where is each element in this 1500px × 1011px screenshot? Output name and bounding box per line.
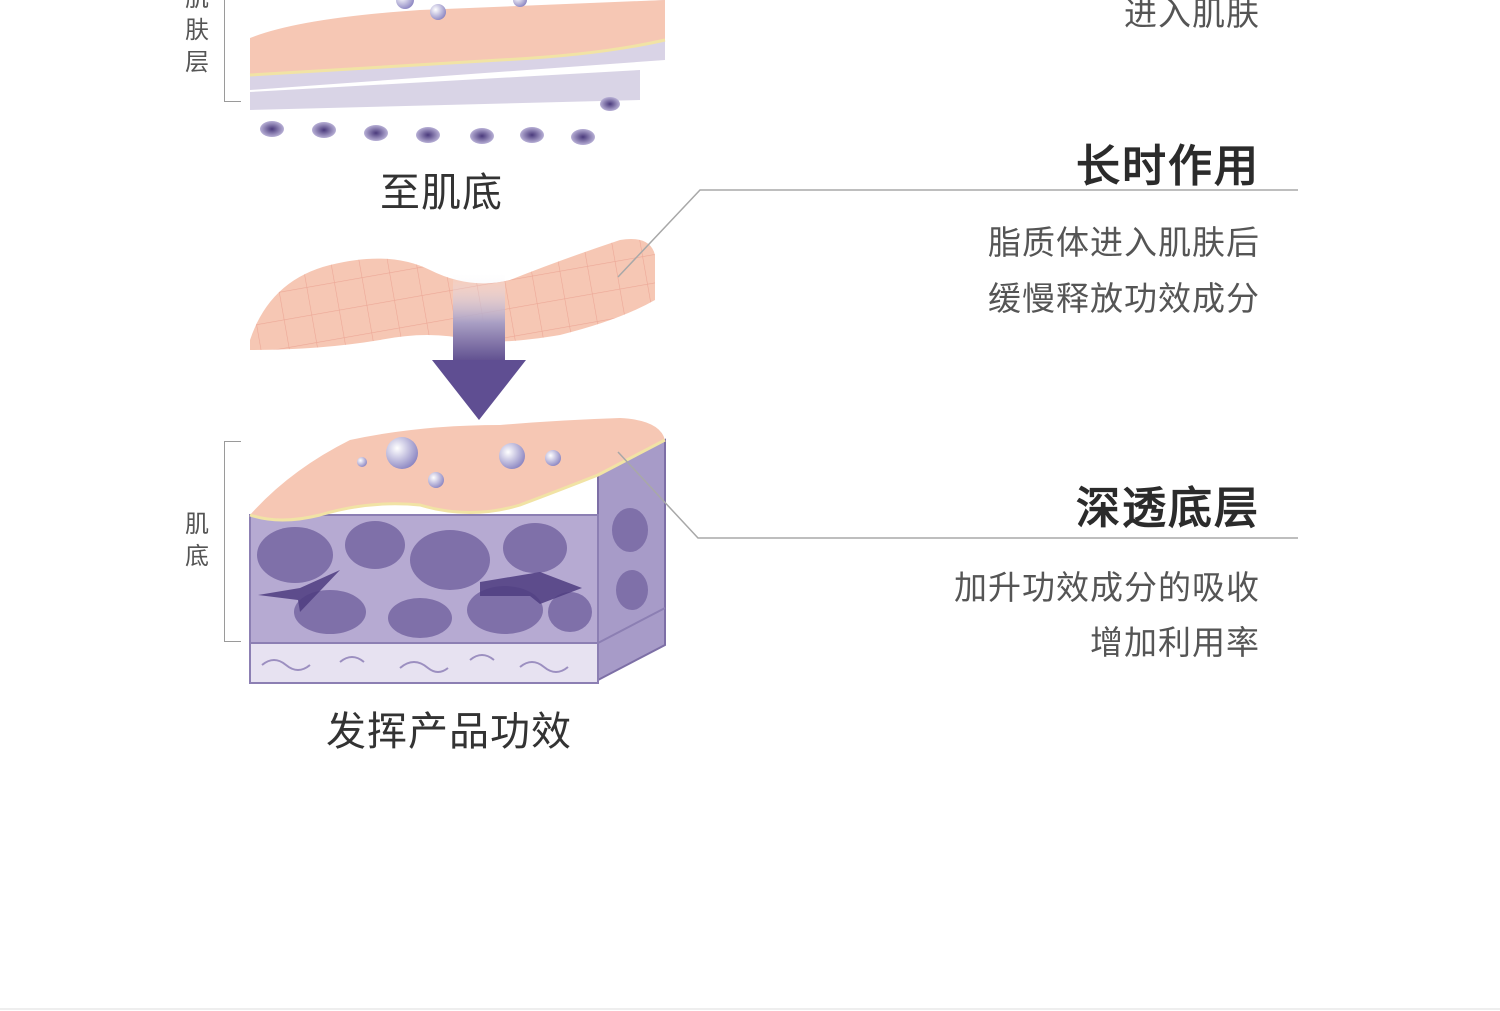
section-line: 加升功效成分的吸收 bbox=[954, 568, 1260, 607]
connector-lines bbox=[617, 189, 1298, 539]
section-heading-deep-penetration: 深透底层 bbox=[1076, 483, 1260, 534]
section-heading-long-acting: 长时作用 bbox=[1076, 141, 1260, 192]
wavy-skin-sheet bbox=[250, 239, 655, 350]
skin-base-block bbox=[249, 418, 666, 684]
top-partial-description: 进入肌肤 bbox=[1124, 0, 1260, 33]
top-skin-block bbox=[249, 0, 666, 110]
section-line: 增加利用率 bbox=[1090, 623, 1260, 662]
down-arrow-icon bbox=[432, 272, 526, 420]
skin-base-label: 肌底 bbox=[185, 510, 209, 570]
caption-to-base: 至肌底 bbox=[380, 170, 503, 216]
skin-layer-label: 肌肤层 bbox=[185, 0, 209, 76]
skin-base-bracket bbox=[224, 441, 241, 642]
bottom-divider bbox=[0, 1008, 1500, 1010]
section-line: 脂质体进入肌肤后 bbox=[988, 223, 1260, 262]
section-line: 缓慢释放功效成分 bbox=[988, 279, 1260, 318]
falling-particles bbox=[260, 97, 620, 145]
skin-layer-bracket bbox=[224, 0, 241, 102]
caption-effect: 发挥产品功效 bbox=[326, 709, 572, 755]
